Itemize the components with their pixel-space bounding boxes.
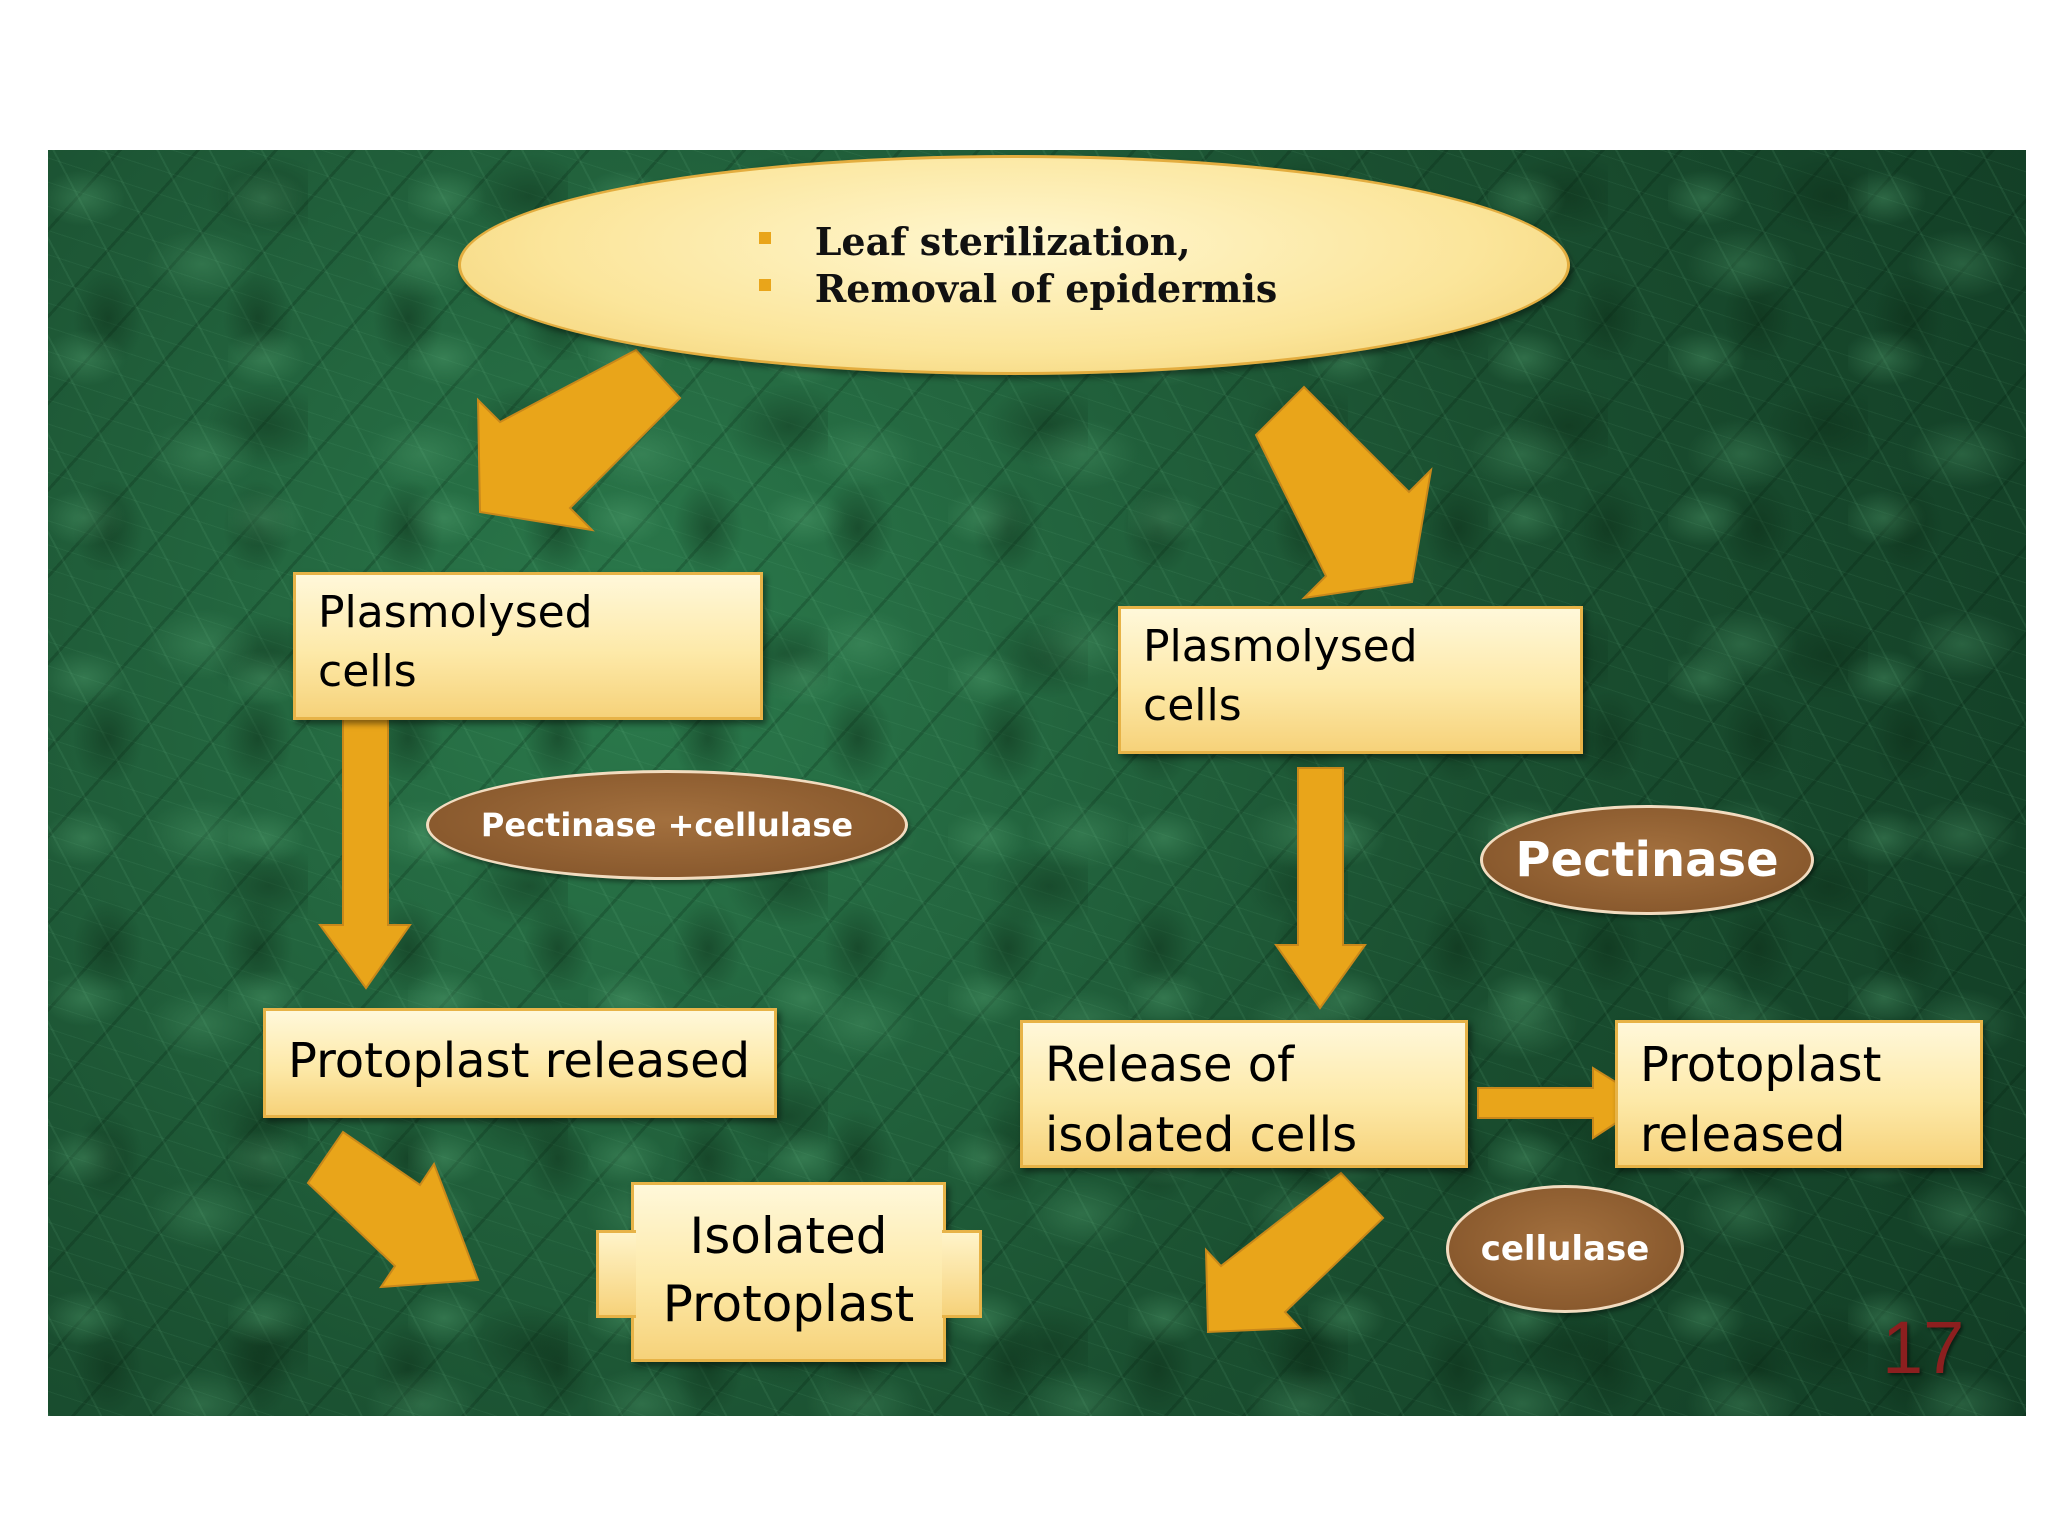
arrow-down-left-1 (476, 348, 682, 532)
right-protoplast-released-box: Protoplast released (1615, 1020, 1983, 1168)
bullet-icon (758, 279, 771, 291)
right-pectinase-ellipse: Pectinase (1480, 805, 1814, 915)
left-enzyme-ellipse: Pectinase +cellulase (426, 770, 908, 880)
left-plasmolysed-box: Plasmolysed cells (293, 572, 763, 720)
slide-canvas: Leaf sterilization, Removal of epidermis… (48, 150, 2026, 1416)
right-cellulase-ellipse: cellulase (1446, 1185, 1684, 1313)
isolated-protoplast-tab-right (942, 1230, 982, 1318)
start-steps-list: Leaf sterilization, Removal of epidermis (751, 218, 1278, 313)
slide-number: 17 (1882, 1306, 1965, 1389)
bullet-icon (758, 231, 771, 244)
arrow-down-right-branch (1274, 767, 1367, 1010)
start-step-2: Removal of epidermis (751, 265, 1277, 313)
left-protoplast-released-box: Protoplast released (263, 1008, 777, 1118)
isolated-protoplast-box: Isolated Protoplast (631, 1182, 946, 1362)
arrow-down-left-2 (1204, 1171, 1385, 1334)
right-plasmolysed-box: Plasmolysed cells (1118, 606, 1583, 754)
start-step-1: Leaf sterilization, (751, 218, 1278, 266)
arrow-down-right-1 (1254, 385, 1433, 600)
start-ellipse: Leaf sterilization, Removal of epidermis (458, 155, 1570, 375)
isolated-protoplast-tab-left (596, 1230, 636, 1318)
arrow-down-right-2 (306, 1130, 480, 1289)
release-isolated-cells-box: Release of isolated cells (1020, 1020, 1468, 1168)
